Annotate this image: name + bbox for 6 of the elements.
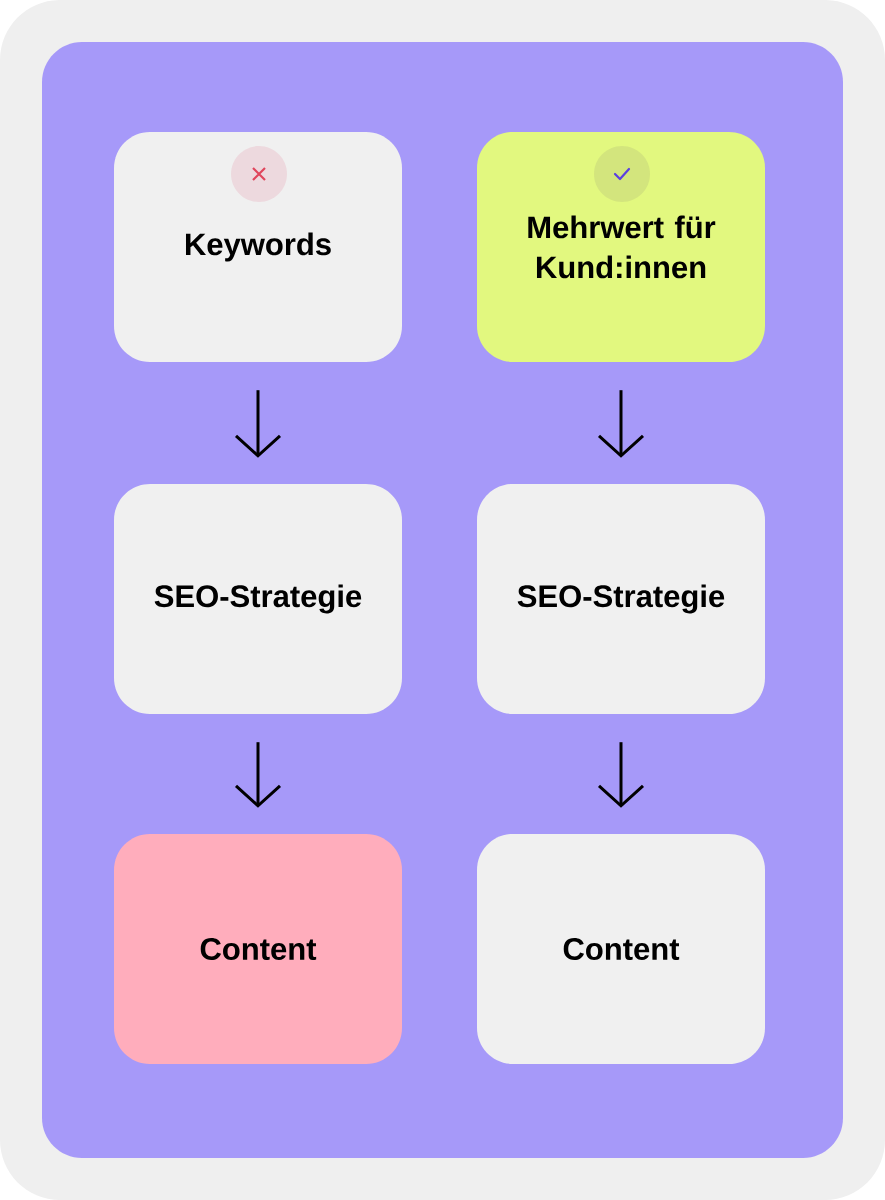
- process-box: Keywords: [114, 132, 402, 362]
- process-box: SEO-Strategie: [114, 484, 402, 714]
- process-box: Content: [477, 834, 765, 1064]
- highlight-box: Content: [114, 834, 402, 1064]
- process-box: SEO-Strategie: [477, 484, 765, 714]
- highlight-box: Mehrwert für Kund:innen: [477, 132, 765, 362]
